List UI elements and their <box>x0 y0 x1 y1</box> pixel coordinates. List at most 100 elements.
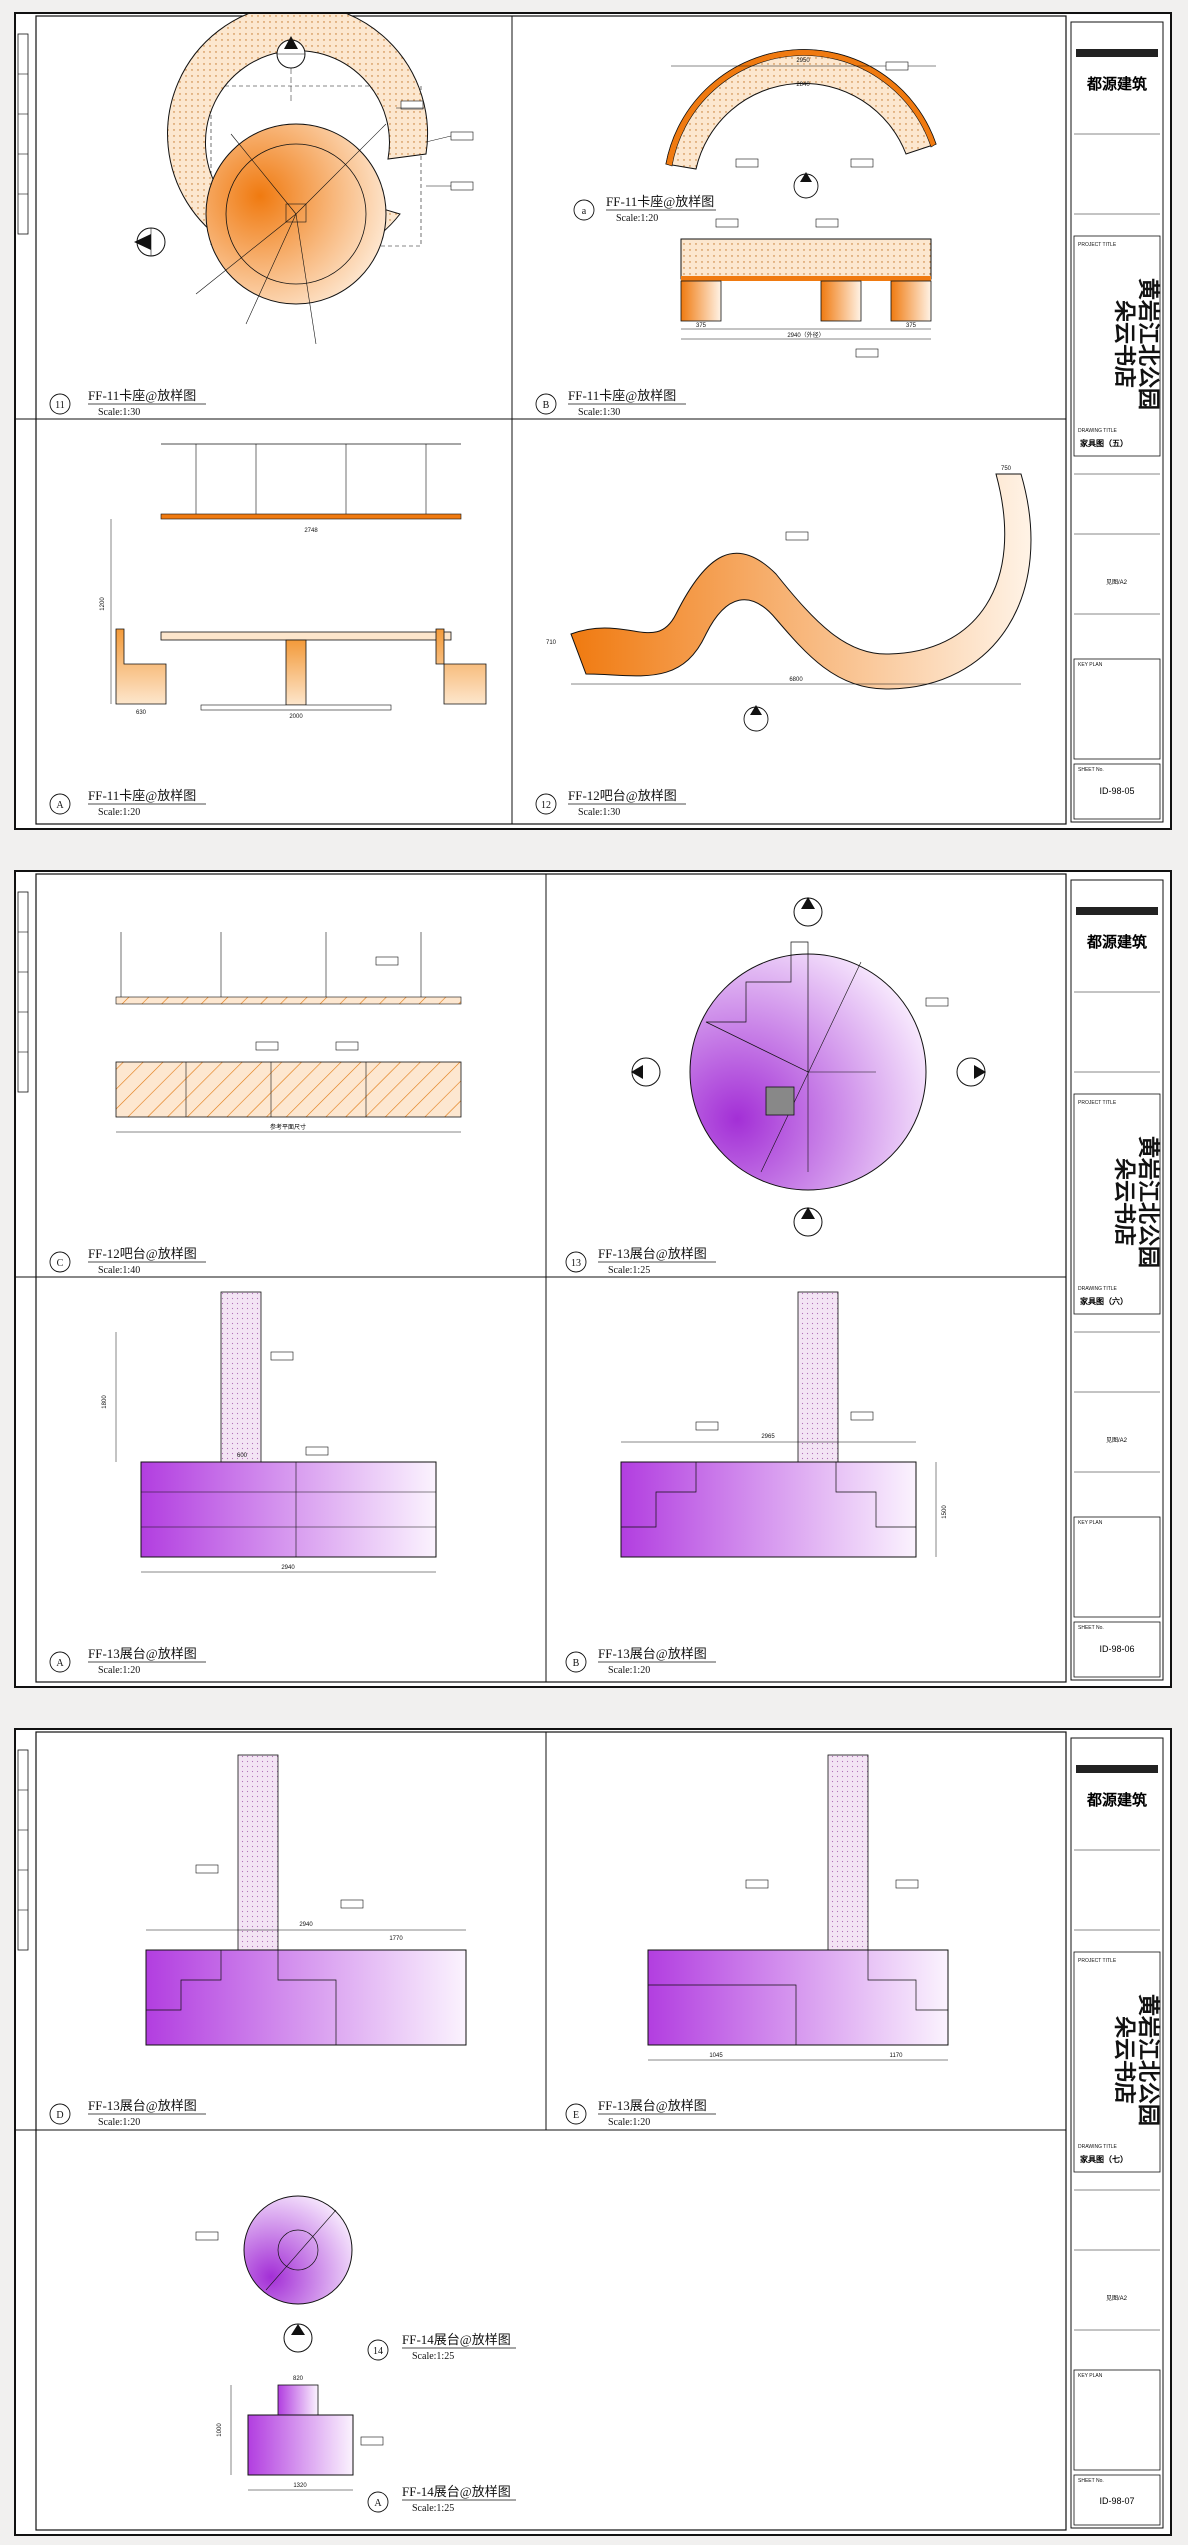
svg-text:黄岩江北公园: 黄岩江北公园 <box>1136 1136 1161 1268</box>
svg-text:朵云书店: 朵云书店 <box>1112 2016 1137 2104</box>
bar-elevation-drawing: 参考平面尺寸 <box>115 932 462 1133</box>
svg-text:都源建筑: 都源建筑 <box>1086 1791 1147 1809</box>
svg-text:FF-11卡座@放样图: FF-11卡座@放样图 <box>88 388 196 403</box>
panel-title-B: B FF-11卡座@放样图 Scale:1:30 <box>535 388 686 418</box>
small-round-display-drawing <box>195 2195 353 2353</box>
svg-text:2940: 2940 <box>299 1922 313 1928</box>
panel-title-C: C FF-12吧台@放样图 Scale:1:40 <box>49 1246 206 1276</box>
svg-text:13: 13 <box>571 1258 581 1269</box>
drawing-sheet-3: 2940 1770 D FF-13展台@放样图 Scale:1:20 1045 … <box>14 1728 1172 2536</box>
small-display-elevation-drawing: 1320 820 1000 <box>217 2376 384 2491</box>
svg-text:SHEET No.: SHEET No. <box>1078 767 1104 773</box>
arc-booth-drawing: 2950 2840 <box>665 49 937 199</box>
svg-text:B: B <box>543 400 550 411</box>
svg-text:朵云书店: 朵云书店 <box>1112 1158 1137 1246</box>
title-block-3: 都源建筑 PROJECT TITLE 朵云书店 黄岩江北公园 DRAWING T… <box>1070 1737 1164 2529</box>
svg-text:Scale:1:20: Scale:1:20 <box>98 807 140 818</box>
svg-text:Scale:1:25: Scale:1:25 <box>608 1265 650 1276</box>
svg-text:Scale:1:20: Scale:1:20 <box>98 2117 140 2128</box>
svg-text:Scale:1:25: Scale:1:25 <box>412 2351 454 2362</box>
svg-text:FF-13展台@放样图: FF-13展台@放样图 <box>88 2098 197 2113</box>
svg-text:Scale:1:30: Scale:1:30 <box>98 407 140 418</box>
svg-text:FF-11卡座@放样图: FF-11卡座@放样图 <box>606 194 714 209</box>
svg-text:A: A <box>56 1658 64 1669</box>
svg-text:见图/A2: 见图/A2 <box>1106 579 1128 586</box>
booth-plan-drawing <box>134 14 474 345</box>
svg-text:ID-98-06: ID-98-06 <box>1099 1644 1134 1654</box>
sheet-2-canvas: 参考平面尺寸 C FF-12吧台@放样图 Scale:1:40 13 FF-13… <box>16 873 1164 1683</box>
booth-elevation-drawing: 375 375 2940（外径） <box>680 218 932 358</box>
svg-text:FF-13展台@放样图: FF-13展台@放样图 <box>598 2098 707 2113</box>
svg-text:1770: 1770 <box>389 1936 403 1942</box>
panel-title-a: a FF-11卡座@放样图 Scale:1:20 <box>573 194 716 224</box>
svg-text:Scale:1:30: Scale:1:30 <box>578 407 620 418</box>
svg-text:375: 375 <box>696 323 707 329</box>
display-elevation-d-drawing: 2940 1770 <box>145 1754 467 2046</box>
svg-text:1200: 1200 <box>100 597 106 611</box>
svg-text:1045: 1045 <box>709 2053 723 2059</box>
revision-strip-3 <box>17 1749 29 1951</box>
svg-text:KEY PLAN: KEY PLAN <box>1078 2373 1103 2379</box>
svg-text:FF-11卡座@放样图: FF-11卡座@放样图 <box>568 388 676 403</box>
svg-text:黄岩江北公园: 黄岩江北公园 <box>1136 1994 1161 2126</box>
svg-text:FF-12吧台@放样图: FF-12吧台@放样图 <box>568 788 677 803</box>
svg-text:见图/A2: 见图/A2 <box>1106 1437 1128 1444</box>
panel-title-13: 13 FF-13展台@放样图 Scale:1:25 <box>565 1246 716 1276</box>
panel-title-14: 14 FF-14展台@放样图 Scale:1:25 <box>367 2332 516 2362</box>
title-block-1: 都源建筑 PROJECT TITLE 朵云书店 黄岩江北公园 DRAWING T… <box>1070 21 1164 823</box>
svg-text:375: 375 <box>906 323 917 329</box>
svg-text:2965: 2965 <box>761 1434 775 1440</box>
svg-text:1800: 1800 <box>102 1395 108 1409</box>
svg-text:ID-98-07: ID-98-07 <box>1099 2496 1134 2506</box>
svg-text:FF-11卡座@放样图: FF-11卡座@放样图 <box>88 788 196 803</box>
svg-text:630: 630 <box>136 710 147 716</box>
svg-text:参考平面尺寸: 参考平面尺寸 <box>270 1123 306 1131</box>
display-elevation-b-drawing: 2965 1500 <box>620 1291 948 1558</box>
panel-title-D: D FF-13展台@放样图 Scale:1:20 <box>49 2098 206 2128</box>
svg-text:2000: 2000 <box>289 714 303 720</box>
svg-text:见图/A2: 见图/A2 <box>1106 2295 1128 2302</box>
svg-text:820: 820 <box>293 2376 304 2382</box>
svg-text:A: A <box>56 800 64 811</box>
svg-text:2940（外径）: 2940（外径） <box>787 331 824 339</box>
panel-title-A-2: A FF-13展台@放样图 Scale:1:20 <box>49 1646 206 1676</box>
title-block-2: 都源建筑 PROJECT TITLE 朵云书店 黄岩江北公园 DRAWING T… <box>1070 879 1164 1681</box>
svg-text:2940: 2940 <box>281 1565 295 1571</box>
svg-text:710: 710 <box>546 640 557 646</box>
svg-text:FF-13展台@放样图: FF-13展台@放样图 <box>598 1646 707 1661</box>
svg-text:Scale:1:40: Scale:1:40 <box>98 1265 140 1276</box>
svg-text:黄岩江北公园: 黄岩江北公园 <box>1136 278 1161 410</box>
svg-text:Scale:1:20: Scale:1:20 <box>608 2117 650 2128</box>
svg-text:ID-98-05: ID-98-05 <box>1099 786 1134 796</box>
svg-text:a: a <box>582 206 587 217</box>
svg-text:Scale:1:20: Scale:1:20 <box>616 213 658 224</box>
svg-text:朵云书店: 朵云书店 <box>1112 300 1137 388</box>
svg-text:PROJECT TITLE: PROJECT TITLE <box>1078 1100 1117 1106</box>
svg-text:1320: 1320 <box>293 2483 307 2489</box>
panel-title-11: 11 FF-11卡座@放样图 Scale:1:30 <box>49 388 206 418</box>
svg-text:FF-14展台@放样图: FF-14展台@放样图 <box>402 2332 511 2347</box>
panel-title-12: 12 FF-12吧台@放样图 Scale:1:30 <box>535 788 686 818</box>
svg-text:DRAWING TITLE: DRAWING TITLE <box>1078 2144 1118 2150</box>
table-elevation-drawing: 2748 1200 630 2000 <box>100 443 487 720</box>
svg-text:D: D <box>56 2110 63 2121</box>
panel-title-E: E FF-13展台@放样图 Scale:1:20 <box>565 2098 716 2128</box>
svg-text:家具图（七）: 家具图（七） <box>1080 2154 1128 2164</box>
drawing-sheet-1: 11 FF-11卡座@放样图 Scale:1:30 2950 2840 a FF… <box>14 12 1172 830</box>
svg-text:2840: 2840 <box>796 82 810 88</box>
svg-text:14: 14 <box>373 2346 383 2357</box>
svg-text:DRAWING TITLE: DRAWING TITLE <box>1078 1286 1118 1292</box>
svg-text:SHEET No.: SHEET No. <box>1078 1625 1104 1631</box>
sheet-1-canvas: 11 FF-11卡座@放样图 Scale:1:30 2950 2840 a FF… <box>16 14 1164 825</box>
svg-text:FF-13展台@放样图: FF-13展台@放样图 <box>88 1646 197 1661</box>
revision-strip <box>17 33 29 235</box>
panel-title-B-2: B FF-13展台@放样图 Scale:1:20 <box>565 1646 716 1676</box>
svg-text:PROJECT TITLE: PROJECT TITLE <box>1078 242 1117 248</box>
display-elevation-a-drawing: 2940 1800 600 <box>102 1291 437 1573</box>
svg-text:KEY PLAN: KEY PLAN <box>1078 662 1103 668</box>
svg-text:6800: 6800 <box>789 677 803 683</box>
drawing-sheet-2: 参考平面尺寸 C FF-12吧台@放样图 Scale:1:40 13 FF-13… <box>14 870 1172 1688</box>
svg-text:B: B <box>573 1658 580 1669</box>
svg-text:1500: 1500 <box>942 1505 948 1519</box>
svg-text:2950: 2950 <box>796 58 810 64</box>
